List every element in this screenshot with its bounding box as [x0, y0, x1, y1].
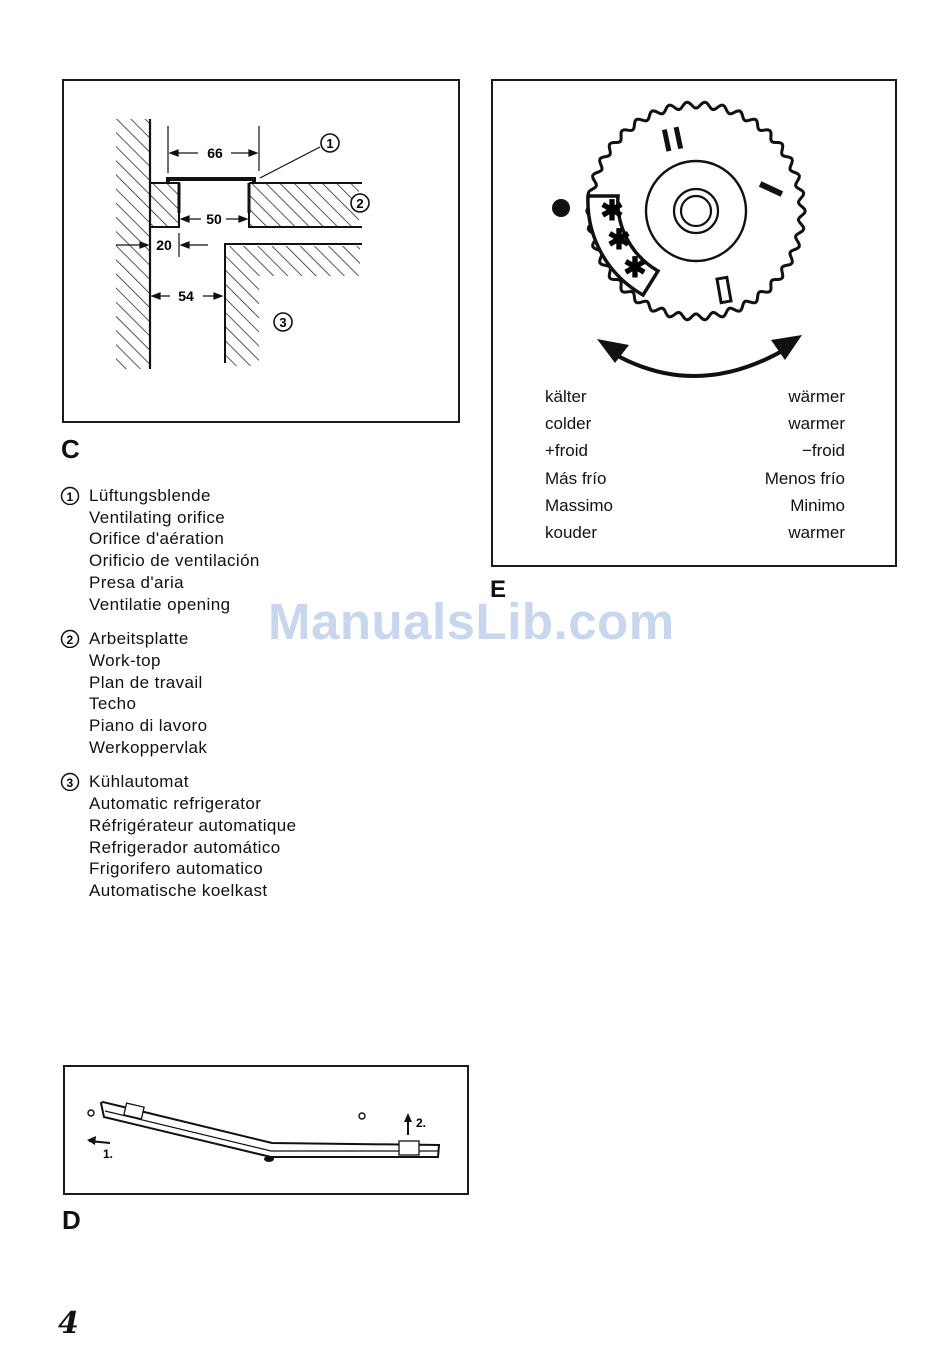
vent-strip-body — [99, 1100, 441, 1158]
callout-3-circle — [273, 312, 293, 332]
arrow-left-head — [597, 339, 629, 363]
legend-2-line-en: Work-top — [89, 650, 161, 670]
legend-3-line-nl: Automatische koelkast — [89, 880, 268, 900]
legend-3-line-fr: Réfrigérateur automatique — [89, 815, 297, 835]
legend-1-line-de: Lüftungsblende — [89, 486, 211, 505]
dimension-54-label: 54 — [178, 288, 194, 304]
legend-3-line-it: Frigorifero automatico — [89, 859, 264, 879]
legend-2-line-es: Techo — [89, 694, 137, 714]
installation-cross-section-diagram: 66 50 20 54 1 2 3 — [116, 119, 370, 369]
legend-2-line-fr: Plan de travail — [89, 672, 203, 692]
arrow-left-icon — [87, 1136, 96, 1145]
callout-2-number: 2 — [356, 196, 363, 211]
dimension-50-label: 50 — [206, 211, 222, 227]
screw-hole-icon — [87, 1109, 95, 1117]
legend-number-1-circle: 1 — [60, 486, 80, 505]
strip-clip-right — [398, 1140, 420, 1156]
legend-list: 1 Lüftungsblende Ventilating orifice Ori… — [60, 485, 297, 915]
callout-2-circle — [350, 193, 370, 213]
legend-1-line-fr: Orifice d'aération — [89, 529, 225, 549]
callout-3-number: 3 — [279, 315, 286, 330]
star-icon: ✱ — [623, 252, 646, 283]
legend-1-line-en: Ventilating orifice — [89, 507, 226, 527]
figure-d-frame: 1. 2. — [63, 1065, 469, 1195]
dimension-66-label: 66 — [207, 145, 223, 161]
star-icon: ✱ — [607, 224, 630, 255]
dimension-20-label: 20 — [156, 237, 172, 253]
legend-number-3-circle: 3 — [60, 773, 80, 792]
strip-clip-left — [123, 1102, 145, 1120]
freezer-stars-segment — [586, 194, 661, 298]
ventilating-orifice-strip — [166, 177, 256, 183]
star-icon: ✱ — [600, 195, 623, 226]
legend-3-line-es: Refrigerador automático — [89, 837, 281, 857]
rotation-double-arrow — [607, 345, 791, 379]
position-indicator-dot — [552, 199, 570, 217]
svg-text:3: 3 — [66, 776, 73, 790]
page-number: 4 — [58, 1306, 79, 1341]
legend-1-line-es: Orificio de ventilación — [89, 551, 260, 571]
legend-3-line-en: Automatic refrigerator — [89, 794, 262, 814]
watermark: ManualsLib.com — [268, 593, 675, 650]
arrow-right-head — [771, 335, 802, 360]
legend-1-line-nl: Ventilatie opening — [89, 594, 231, 614]
arrow-up-icon — [404, 1113, 412, 1122]
svg-text:1: 1 — [66, 490, 73, 504]
dial-center-inner — [679, 194, 713, 228]
step-2-label: 2. — [416, 1116, 426, 1130]
callout-1-number: 1 — [326, 136, 333, 151]
figure-c-label: C — [61, 434, 80, 464]
vent-strip-removal-diagram: 1. 2. — [87, 1100, 441, 1162]
legend-3-line-de: Kühlautomat — [89, 772, 189, 792]
temperature-dial-diagram: ✱ ✱ ✱ II I 0 — [552, 100, 807, 379]
legend-2-line-nl: Werkoppervlak — [89, 737, 208, 757]
legend-1-line-it: Presa d'aria — [89, 572, 184, 592]
worktop-left-block — [149, 182, 180, 228]
worktop-right-block — [249, 183, 359, 227]
figure-d-label: D — [62, 1205, 81, 1235]
step-1-label: 1. — [103, 1147, 113, 1161]
legend-2-line-it: Piano di lavoro — [89, 716, 208, 736]
legend-item-3: 3 Kühlautomat Automatic refrigerator Réf… — [60, 771, 297, 901]
direction-row: +froid−froid — [545, 441, 845, 461]
legend-number-2-circle: 2 — [60, 629, 80, 649]
figure-e-label: E — [490, 576, 507, 603]
svg-text:2: 2 — [66, 633, 73, 647]
screw-hole-icon — [358, 1112, 366, 1120]
strip-foot — [264, 1156, 274, 1162]
figure-c-frame: 66 50 20 54 1 2 3 — [62, 79, 460, 423]
callout-1-circle — [320, 133, 340, 153]
legend-item-2: 2 Arbeitsplatte Work-top Plan de travail… — [60, 628, 297, 758]
legend-2-line-de: Arbeitsplatte — [89, 629, 189, 649]
legend-item-1: 1 Lüftungsblende Ventilating orifice Ori… — [60, 485, 297, 615]
refrigerator-hatch — [225, 246, 360, 366]
